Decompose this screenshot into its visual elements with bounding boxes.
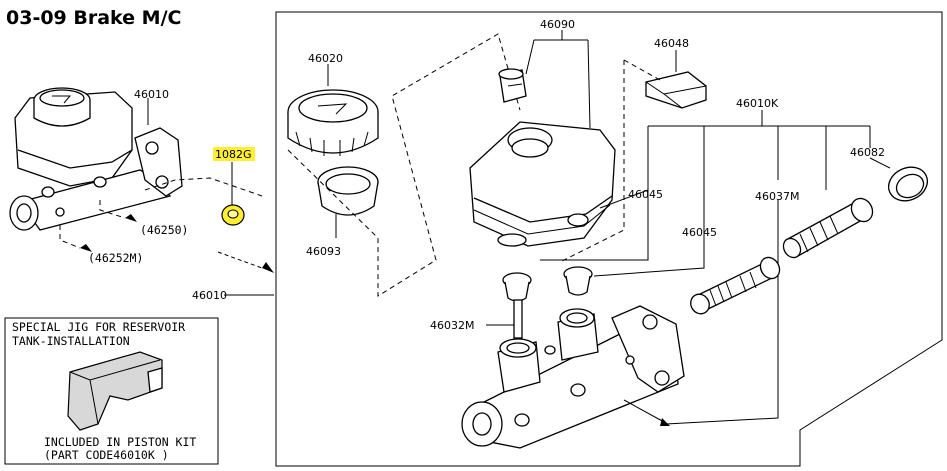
assembled-master-cylinder[interactable]	[9, 87, 183, 231]
cap-guide-dashed	[287, 33, 521, 297]
reservoir-grommet-46045-right[interactable]	[563, 266, 593, 296]
callout-46032m[interactable]: 46032M	[430, 319, 474, 332]
highlight-1082g	[213, 147, 255, 161]
grommet-1082g[interactable]	[221, 204, 245, 226]
callout-46082[interactable]: 46082	[850, 146, 885, 159]
callout-46048[interactable]: 46048	[654, 37, 689, 50]
jig-box-foot2: (PART CODE46010K )	[44, 448, 169, 462]
callout-46252m[interactable]: (46252M)	[88, 251, 143, 265]
left-leader-lines	[59, 98, 274, 296]
stopper-pin-46032m[interactable]	[513, 299, 523, 339]
callout-46090[interactable]: 46090	[540, 18, 575, 31]
kit-46010k-bracket	[540, 110, 871, 277]
reservoir-cap-46020[interactable]	[287, 89, 379, 156]
callout-46045-b[interactable]: 46045	[682, 226, 717, 239]
master-cylinder-body-46010[interactable]	[461, 305, 685, 449]
jig-box-line1: SPECIAL JIG FOR RESERVOIR	[12, 320, 185, 334]
left-arrows	[80, 214, 274, 273]
reservoir-filter-46090[interactable]	[498, 68, 527, 103]
callout-46010-side[interactable]: 46010	[192, 289, 227, 302]
reservoir-tank-46090[interactable]	[469, 121, 616, 247]
callout-46010-top[interactable]: 46010	[134, 88, 169, 101]
callout-46250[interactable]: (46250)	[140, 223, 188, 237]
exploded-view-frame	[275, 11, 943, 467]
special-jig-box: SPECIAL JIG FOR RESERVOIR TANK-INSTALLAT…	[4, 317, 219, 465]
piston-primary-46037m[interactable]	[780, 195, 877, 261]
retainer-ring-46082[interactable]	[883, 161, 933, 207]
reservoir-grommet-46045-left[interactable]	[502, 272, 532, 302]
cap-seal-46093[interactable]	[317, 166, 379, 216]
reservoir-jig-tool[interactable]	[67, 351, 163, 431]
diagram-title: 03-09 Brake M/C	[6, 7, 181, 29]
level-sensor-46048[interactable]	[645, 71, 707, 109]
piston-secondary-46037m[interactable]	[687, 254, 783, 317]
callout-1082g[interactable]: 1082G	[215, 148, 252, 161]
jig-box-line2: TANK-INSTALLATION	[12, 334, 130, 348]
jig-box-foot1: INCLUDED IN PISTON KIT	[44, 435, 196, 449]
callout-46010k[interactable]: 46010K	[736, 97, 779, 110]
callout-46045-a[interactable]: 46045	[628, 188, 663, 201]
callout-46093[interactable]: 46093	[306, 245, 341, 258]
callout-46020[interactable]: 46020	[308, 52, 343, 65]
callout-46037m[interactable]: 46037M	[755, 190, 799, 203]
